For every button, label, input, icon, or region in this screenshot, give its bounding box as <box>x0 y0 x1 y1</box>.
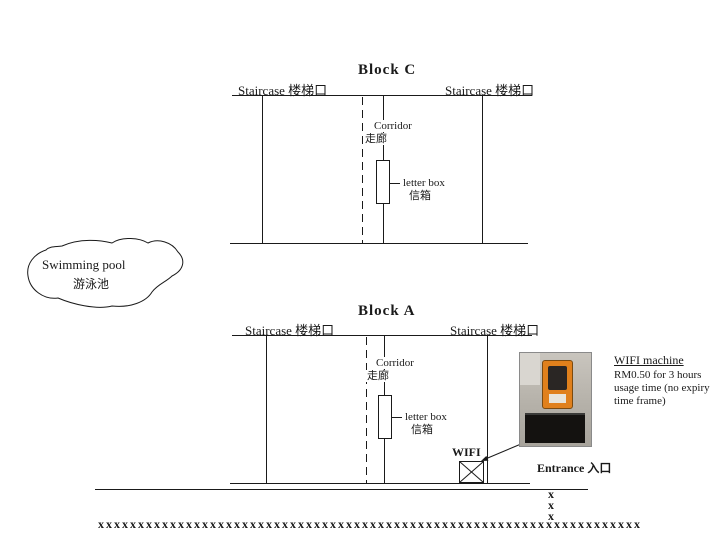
wifi-power-box <box>525 413 585 443</box>
block-a-letterbox-label-cn: 信箱 <box>410 424 434 436</box>
wifi-connector-arrowhead <box>481 455 489 461</box>
wifi-machine-photo <box>519 352 592 447</box>
wifi-label: WIFI <box>452 445 481 459</box>
ground-x-3: x <box>548 509 554 523</box>
entrance-label: Entrance 入口 <box>537 461 612 475</box>
block-c-corridor-label: Corridor <box>373 120 413 132</box>
block-a-letterbox <box>378 395 392 439</box>
swimming-pool-label-cn: 游泳池 <box>73 277 110 291</box>
swimming-pool-label: Swimming pool <box>42 257 126 272</box>
wifi-photo-connector-line <box>482 443 522 461</box>
photo-wall-light-patch <box>520 353 540 385</box>
block-c-title: Block C <box>358 62 417 78</box>
wifi-note-line-3: time frame) <box>614 395 666 407</box>
block-a-title: Block A <box>358 303 416 319</box>
block-c-letterbox-label: letter box <box>402 177 446 189</box>
wifi-device-screen <box>548 366 567 390</box>
block-a-staircase-left-label: Staircase 楼梯口 <box>245 323 335 338</box>
wifi-note-title: WIFI machine <box>614 353 684 367</box>
block-c-letterbox <box>376 160 390 204</box>
wifi-device <box>542 360 573 409</box>
wifi-device-sticker <box>549 394 566 403</box>
block-c-staircase-left-label: Staircase 楼梯口 <box>238 83 328 98</box>
block-c-corridor-label-cn: 走廊 <box>364 133 388 145</box>
ground-x-row: xxxxxxxxxxxxxxxxxxxxxxxxxxxxxxxxxxxxxxxx… <box>98 517 642 531</box>
ground-x-1: x <box>548 487 554 501</box>
wifi-note-line-1: RM0.50 for 3 hours <box>614 369 702 381</box>
block-c-letterbox-label-cn: 信箱 <box>408 190 432 202</box>
swimming-pool-outline <box>27 238 184 308</box>
ground-x-column: x x x <box>548 487 554 523</box>
wifi-note-line-2: usage time (no expiry <box>614 382 710 394</box>
wifi-marker-diagonal-2 <box>459 461 484 483</box>
block-a-staircase-right-label: Staircase 楼梯口 <box>450 323 540 338</box>
block-a-corridor-label-cn: 走廊 <box>366 370 390 382</box>
ground-x-2: x <box>548 498 554 512</box>
block-a-letterbox-label: letter box <box>404 411 448 423</box>
block-a-corridor-label: Corridor <box>375 357 415 369</box>
block-c-staircase-right-label: Staircase 楼梯口 <box>445 83 535 98</box>
